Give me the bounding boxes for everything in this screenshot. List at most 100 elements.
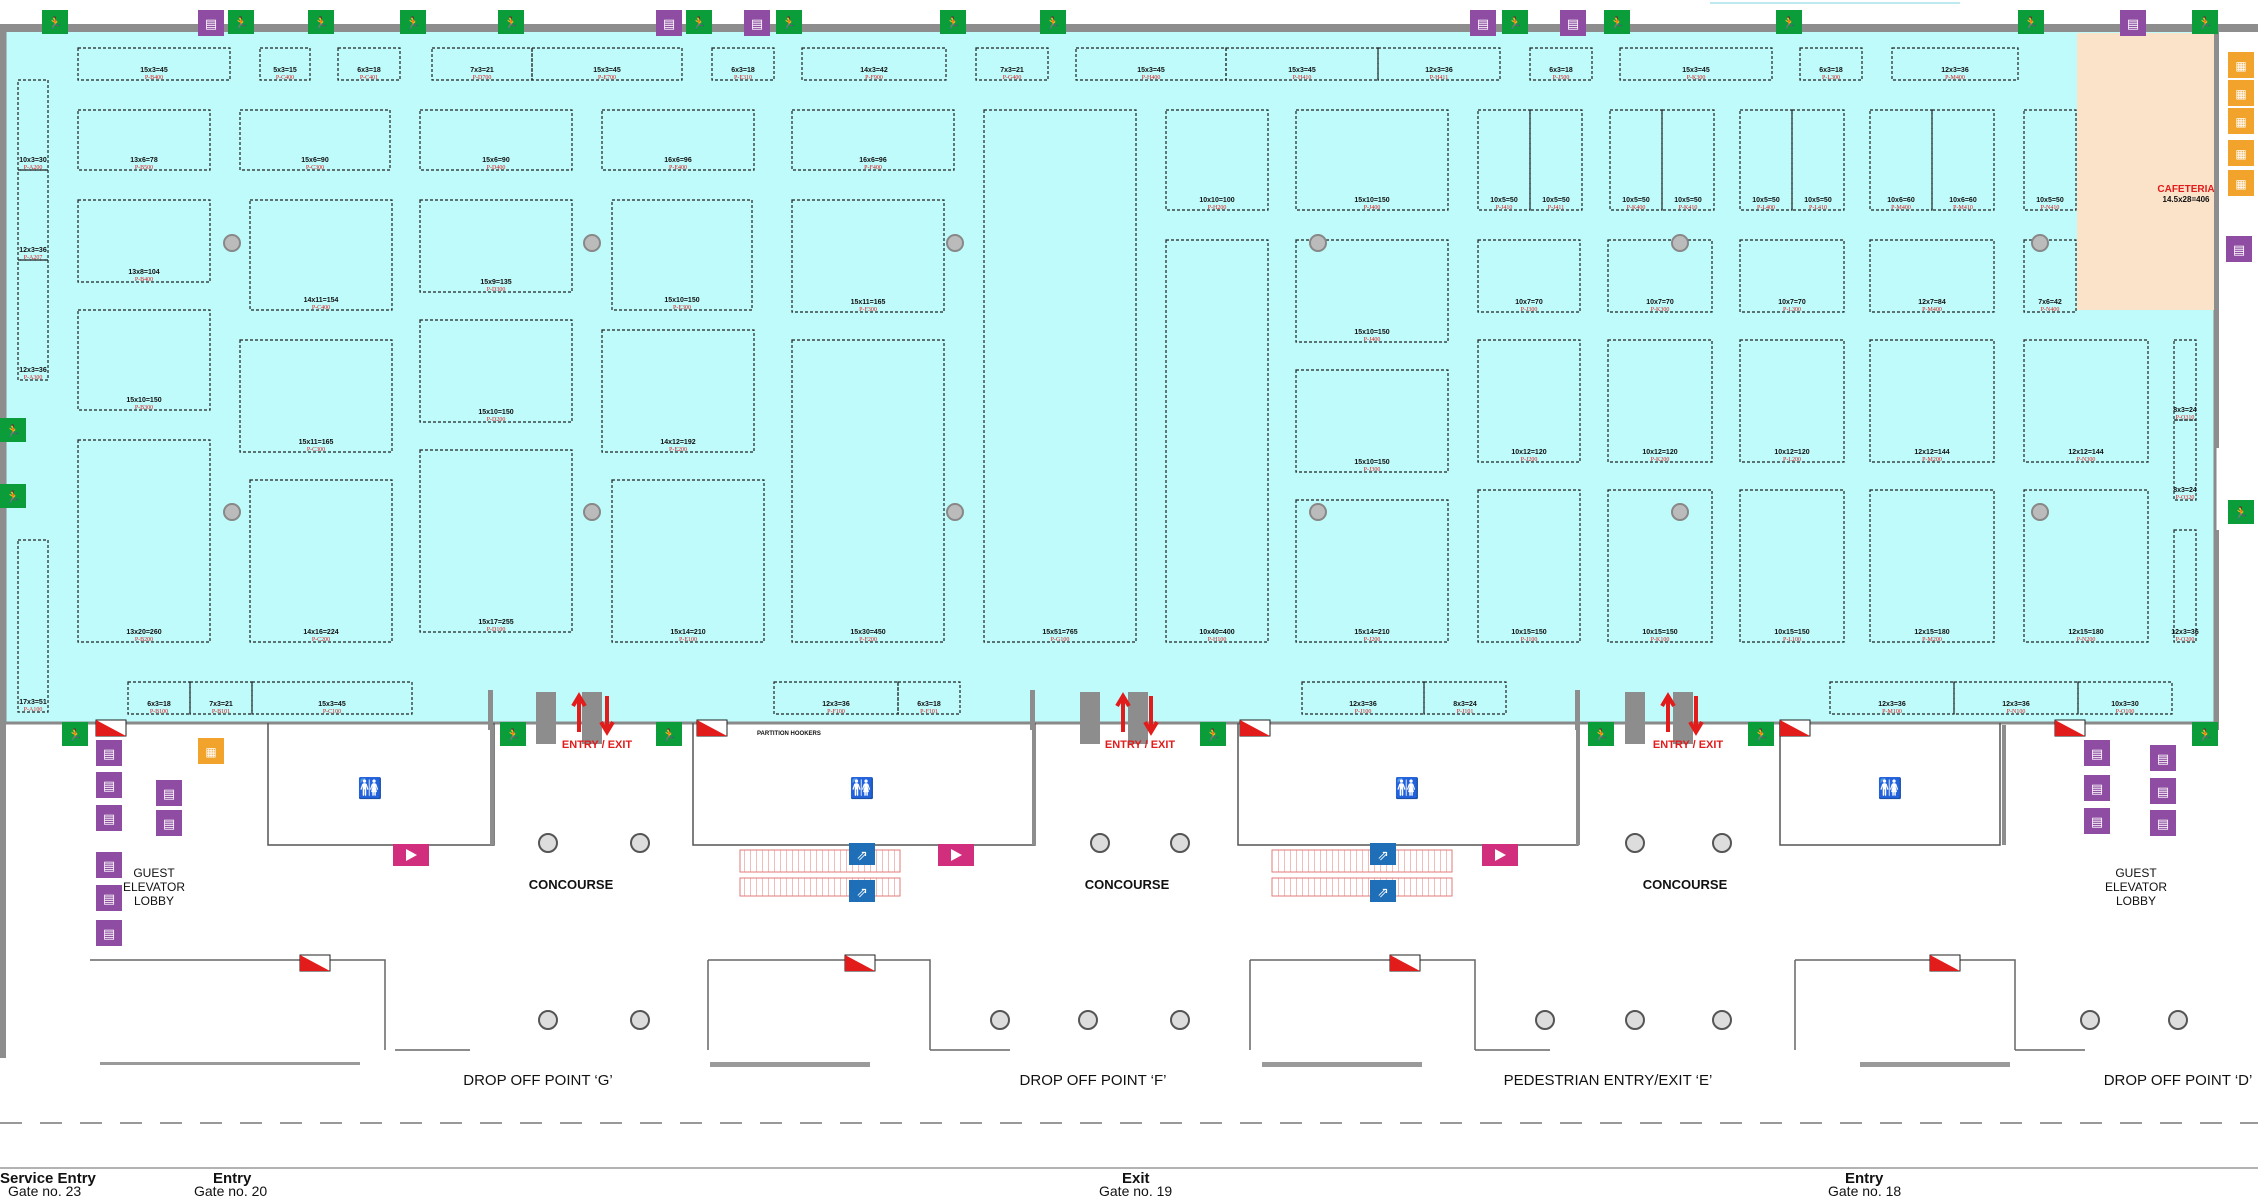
booth[interactable] [711, 47, 775, 81]
booth[interactable] [1529, 47, 1593, 81]
booth[interactable] [1477, 339, 1581, 463]
gate-23-number: Gate no. 23 [8, 1183, 82, 1199]
right-wall [2214, 28, 2219, 448]
booth[interactable] [531, 47, 683, 81]
booth[interactable] [337, 47, 401, 81]
booth[interactable] [791, 339, 945, 643]
booth-code: P-O100 [2116, 709, 2135, 715]
booth[interactable] [419, 319, 573, 423]
booth[interactable] [1869, 239, 1995, 313]
booth[interactable] [419, 199, 573, 293]
booth[interactable] [1869, 339, 1995, 463]
booth[interactable] [419, 109, 573, 171]
booth[interactable] [1295, 369, 1449, 473]
lift-icon [1560, 10, 1586, 36]
booth-code: P-C100 [323, 709, 341, 715]
booth-code: P-C300 [306, 165, 324, 171]
booth[interactable] [1377, 47, 1501, 81]
booth[interactable] [611, 199, 753, 311]
booth[interactable] [239, 339, 393, 453]
booth[interactable] [1529, 109, 1583, 211]
booth[interactable] [251, 681, 413, 715]
stairs-icon [2228, 80, 2254, 106]
booth[interactable] [1791, 109, 1845, 211]
booth[interactable] [983, 109, 1137, 643]
booth[interactable] [1477, 489, 1581, 643]
door-panel [1625, 692, 1645, 744]
booth[interactable] [611, 479, 765, 643]
booth[interactable] [601, 109, 755, 171]
booth[interactable] [1477, 109, 1531, 211]
lift-icon [2226, 236, 2252, 262]
booth-code: P-B101 [212, 709, 230, 715]
booth[interactable] [791, 199, 945, 313]
booth[interactable] [419, 449, 573, 633]
booth[interactable] [791, 109, 955, 171]
booth[interactable] [2173, 419, 2197, 501]
booth[interactable] [2077, 681, 2173, 715]
booth-code: P-M400 [1922, 307, 1942, 313]
booth[interactable] [77, 199, 211, 283]
exit-sign-icon [2228, 500, 2254, 524]
booth[interactable] [1295, 239, 1449, 343]
booth[interactable] [17, 259, 49, 381]
booth[interactable] [1891, 47, 2019, 81]
booth[interactable] [1295, 499, 1449, 643]
booth-code: P-G400 [1003, 75, 1022, 81]
booth[interactable] [77, 109, 211, 171]
booth[interactable] [1165, 109, 1269, 211]
booth[interactable] [1423, 681, 1507, 715]
booth[interactable] [1739, 239, 1845, 313]
booth[interactable] [77, 439, 211, 643]
svg-text:⇗: ⇗ [1377, 848, 1389, 864]
fire-marker-fill [2055, 720, 2085, 736]
sign-glyph: 🏃 [68, 728, 83, 742]
booth-size: 10x15=150 [1774, 629, 1809, 636]
booth[interactable] [249, 199, 393, 311]
booth[interactable] [1739, 339, 1845, 463]
booth[interactable] [2173, 529, 2197, 643]
booth[interactable] [1607, 239, 1713, 313]
booth-code: P-B100 [150, 709, 168, 715]
booth[interactable] [1661, 109, 1715, 211]
booth[interactable] [975, 47, 1049, 81]
booth[interactable] [897, 681, 961, 715]
lift-icon [96, 772, 122, 798]
concourse-walls [488, 690, 2006, 845]
booth-size: 15x11=165 [851, 299, 886, 306]
booth[interactable] [2023, 489, 2149, 643]
column [630, 1010, 650, 1030]
booth[interactable] [239, 109, 391, 171]
booth[interactable] [1165, 239, 1269, 643]
booth-code: P-F101 [920, 709, 938, 715]
booth[interactable] [1931, 109, 1995, 211]
booth[interactable] [1869, 489, 1995, 643]
booth[interactable] [17, 539, 49, 713]
column [1625, 833, 1645, 853]
booth[interactable] [1607, 489, 1713, 643]
booth[interactable] [1799, 47, 1863, 81]
booth[interactable] [601, 329, 755, 453]
sign-glyph: 🏃 [2198, 728, 2213, 742]
booth[interactable] [2023, 239, 2077, 313]
booth[interactable] [1619, 47, 1773, 81]
booth[interactable] [1295, 109, 1449, 211]
stairs-icon [2228, 170, 2254, 196]
booth[interactable] [77, 47, 231, 81]
booth[interactable] [1477, 239, 1581, 313]
booth[interactable] [1739, 489, 1845, 643]
booth-size: 15x14=210 [1354, 629, 1389, 636]
sign-glyph: 🏃 [6, 490, 21, 504]
booth[interactable] [259, 47, 311, 81]
booth[interactable] [77, 309, 211, 411]
stairs-icon [2228, 52, 2254, 78]
booth[interactable] [2023, 109, 2077, 211]
booth[interactable] [1607, 339, 1713, 463]
booth[interactable] [1609, 109, 1663, 211]
booth[interactable] [801, 47, 947, 81]
booth[interactable] [2023, 339, 2149, 463]
booth-size: 7x3=21 [470, 67, 494, 74]
booth[interactable] [1739, 109, 1793, 211]
booth[interactable] [249, 479, 393, 643]
booth[interactable] [1869, 109, 1933, 211]
